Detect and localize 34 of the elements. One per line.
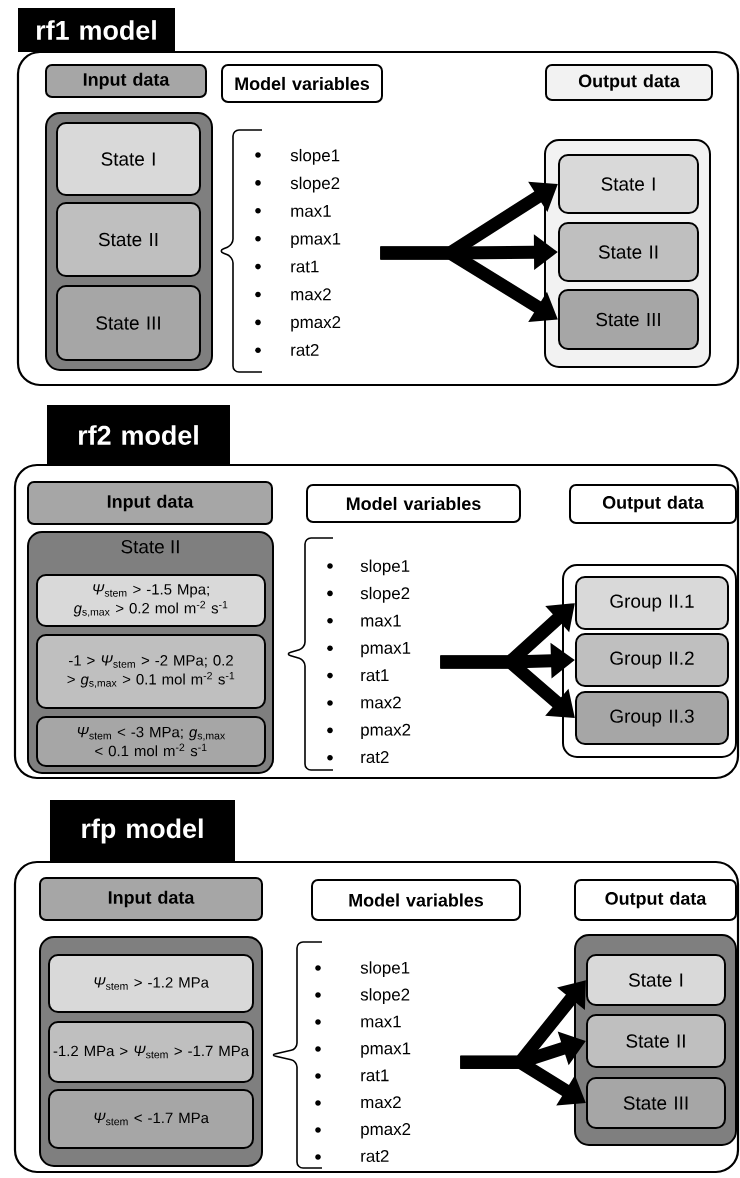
condition-box: -1.2 MPa > Ψ$_{stem}$ > -1.7 MPa — [48, 1021, 254, 1083]
header-box: Model variables — [311, 879, 521, 921]
condition-box: Ψ$_{stem}$ < -3 MPa; g$_{s,max}$ < 0.1 mol m$^{-2}$ s$^{-1}$ — [36, 716, 266, 767]
state-box: State I — [586, 954, 726, 1006]
state-box: Group II.2 — [575, 633, 729, 687]
state-box: State II — [558, 222, 699, 282]
header-box: Input data — [27, 481, 273, 525]
header-box: Output data — [545, 64, 713, 101]
state-box: State II — [56, 202, 201, 277]
condition-box: -1 > Ψ$_{stem}$ > -2 MPa; 0.2 > g$_{s,max}$ > 0.1 mol m$^{-2}$ s$^{-1}$ — [36, 634, 266, 709]
state-box: State II — [586, 1014, 726, 1068]
title-tab: rf1 model — [18, 8, 175, 52]
condition-box: Ψ$_{stem}$ > -1.2 MPa — [48, 954, 254, 1013]
header-box: Input data — [45, 64, 207, 98]
header-box: Output data — [574, 879, 737, 921]
condition-box: Ψ$_{stem}$ > -1.5 Mpa; g$_{s,max}$ > 0.2 mol m$^{-2}$ s$^{-1}$ — [36, 574, 266, 627]
state-box: State III — [558, 289, 699, 350]
title-tab: rf2 model — [47, 405, 230, 465]
state-box: Group II.1 — [575, 576, 729, 630]
state-box: State III — [56, 285, 201, 361]
variable-list: slope1 slope2 max1 pmax1 rat1 max2 pmax2 rat2 — [290, 148, 341, 356]
state-box: State I — [558, 154, 699, 214]
header-box: Model variables — [306, 484, 521, 523]
condition-box: Ψ$_{stem}$ < -1.7 MPa — [48, 1089, 254, 1149]
arrow — [440, 655, 575, 718]
state-box: State I — [56, 122, 201, 196]
header-box: Input data — [39, 877, 263, 921]
header-box: Output data — [569, 484, 737, 524]
state-box: State III — [586, 1077, 726, 1129]
title-tab: rfp model — [50, 800, 235, 862]
variable-list: slope1 slope2 max1 pmax1 rat1 max2 pmax2 rat2 — [360, 961, 411, 1162]
header-box: Model variables — [221, 64, 383, 103]
variable-list: slope1 slope2 max1 pmax1 rat1 max2 pmax2 rat2 — [360, 559, 411, 764]
state-box: Group II.3 — [575, 691, 729, 745]
